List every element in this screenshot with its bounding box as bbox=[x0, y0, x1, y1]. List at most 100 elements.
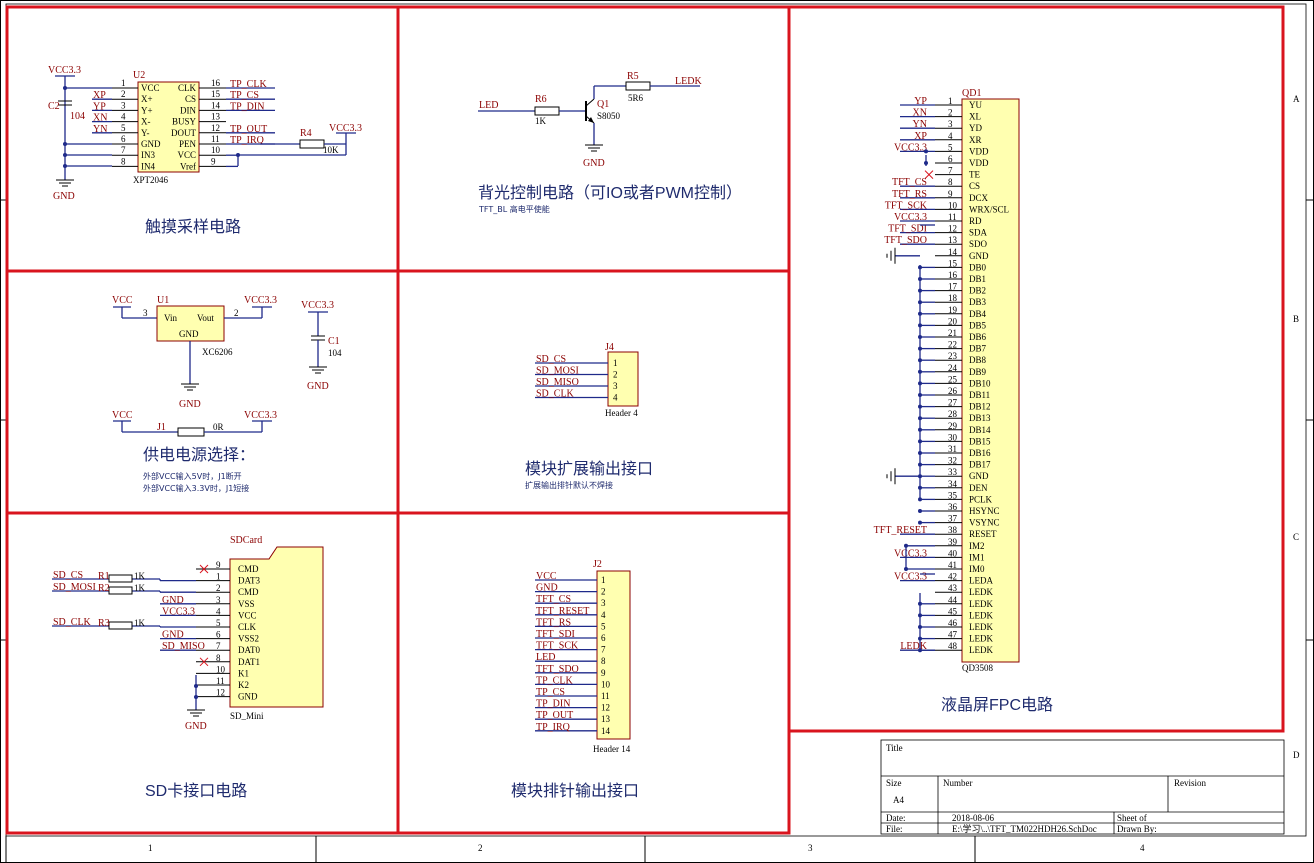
qd1-net-label: TFT_RESET bbox=[874, 525, 927, 536]
qd1-pin-num: 22 bbox=[948, 340, 957, 350]
r2-value: 1K bbox=[134, 583, 146, 593]
qd1-pin-num: 3 bbox=[948, 119, 953, 129]
j2-net-label: TP_CLK bbox=[536, 675, 573, 686]
qd1-net-label: TFT_RS bbox=[892, 189, 927, 200]
qd1-pin-name: WRX/SCL bbox=[969, 204, 1009, 214]
sd-pin-name: DAT3 bbox=[238, 576, 260, 586]
j4-net-label: SD_CLK bbox=[536, 389, 575, 400]
u2-pin-num: 6 bbox=[121, 134, 126, 144]
j1-designator: J1 bbox=[157, 422, 166, 433]
c1-gnd-label: GND bbox=[307, 381, 329, 392]
qd1-pin-num: 16 bbox=[948, 270, 958, 280]
qd1-pin-name: DB8 bbox=[969, 355, 987, 365]
j4-net-label: SD_CS bbox=[536, 354, 566, 365]
power-block: VCC 3 U1 Vin Vout GND XC6206 2 VCC3.3 GN… bbox=[112, 295, 342, 493]
qd1-pin-num: 9 bbox=[948, 189, 953, 199]
u2-pin-num: 13 bbox=[211, 112, 221, 122]
qd1-pin-name: DB0 bbox=[969, 262, 987, 272]
qd1-pin-num: 48 bbox=[948, 641, 958, 651]
sd-net-label: SD_CLK bbox=[53, 617, 92, 628]
drawn-by-label: Drawn By: bbox=[1117, 824, 1157, 834]
sd-pin-num: 12 bbox=[216, 688, 225, 698]
sd-pin-name: K2 bbox=[238, 680, 249, 690]
title-label: Title bbox=[886, 743, 903, 753]
sd-net-label: SD_CS bbox=[53, 570, 83, 581]
u2-pin-num: 15 bbox=[211, 89, 221, 99]
qd1-pin-num: 45 bbox=[948, 606, 958, 616]
u2-designator: U2 bbox=[133, 70, 145, 81]
qd1-pin-name: DB11 bbox=[969, 390, 990, 400]
c1-vcc-label: VCC3.3 bbox=[301, 300, 334, 311]
number-label: Number bbox=[943, 778, 973, 788]
qd1-pin-name: SDO bbox=[969, 239, 988, 249]
qd1-pin-name: IM0 bbox=[969, 564, 985, 574]
u2-pin-name: BUSY bbox=[172, 117, 197, 127]
j2-net-label: GND bbox=[536, 583, 558, 594]
u2-pin-name: VCC bbox=[177, 150, 196, 160]
qd1-pin-name: DB4 bbox=[969, 309, 987, 319]
expand-title: 模块扩展输出接口 bbox=[525, 460, 653, 478]
qd1-pin-num: 28 bbox=[948, 409, 958, 419]
qd1-net-label: LEDK bbox=[900, 641, 927, 652]
u2-pin-name: Vref bbox=[180, 161, 196, 171]
qd1-pin-name: DB13 bbox=[969, 413, 991, 423]
qd1-pin-name: DB12 bbox=[969, 402, 991, 412]
u2-net-label: TP_OUT bbox=[230, 124, 267, 135]
qd1-net-label: TFT_SDO bbox=[884, 235, 927, 246]
qd1-net-label: XN bbox=[913, 108, 927, 119]
qd1-pin-num: 37 bbox=[948, 514, 958, 524]
u2-pin-num: 1 bbox=[121, 78, 126, 88]
u2-pin-name: X+ bbox=[141, 94, 153, 104]
sd-pin-name: CMD bbox=[238, 564, 259, 574]
block-frames bbox=[5, 5, 1285, 835]
j2-net-label: TFT_SDO bbox=[536, 664, 579, 675]
u1-designator: U1 bbox=[157, 295, 169, 306]
j1-jumper bbox=[177, 427, 205, 437]
j2-net-label: TP_CS bbox=[536, 687, 565, 698]
qd1-pin-num: 38 bbox=[948, 525, 958, 535]
j2-pin-num: 14 bbox=[601, 726, 611, 736]
zone-row-b: B bbox=[1293, 314, 1299, 324]
u2-pin-name: IN4 bbox=[141, 161, 155, 171]
u2-pin-num: 8 bbox=[121, 156, 126, 166]
qd1-pin-num: 6 bbox=[948, 154, 953, 164]
u2-pin-num: 12 bbox=[211, 123, 220, 133]
j2-pin-num: 8 bbox=[601, 656, 606, 666]
qd1-designator: QD1 bbox=[962, 88, 981, 99]
u2-pin-name: DOUT bbox=[171, 128, 196, 138]
sd-net-label: SD_MISO bbox=[162, 641, 205, 652]
qd1-pin-num: 7 bbox=[948, 166, 953, 176]
u2-pin-name: PEN bbox=[179, 139, 197, 149]
qd1-pin-num: 5 bbox=[948, 142, 953, 152]
u2-pin-num: 2 bbox=[121, 89, 126, 99]
j2-pin-num: 3 bbox=[601, 598, 606, 608]
sd-body bbox=[229, 546, 324, 708]
touch-vcc-label: VCC3.3 bbox=[48, 65, 81, 76]
qd1-pin-num: 21 bbox=[948, 328, 957, 338]
u2-net-label: TP_CLK bbox=[230, 79, 267, 90]
u2-pin-num: 14 bbox=[211, 100, 221, 110]
u2-pin-num: 5 bbox=[121, 123, 126, 133]
touch-title: 触摸采样电路 bbox=[145, 218, 241, 236]
sd-pin-num: 4 bbox=[216, 606, 221, 616]
r1-resistor bbox=[108, 574, 133, 583]
bl-ledk-net: LEDK bbox=[675, 76, 702, 87]
pwr-vcc33-label: VCC3.3 bbox=[244, 295, 277, 306]
qd1-pin-num: 43 bbox=[948, 583, 958, 593]
r3-designator: R3 bbox=[98, 618, 110, 629]
qd1-pin-name: DB17 bbox=[969, 460, 991, 470]
qd1-pin-name: XL bbox=[969, 112, 981, 122]
u2-pin-name: CS bbox=[185, 94, 196, 104]
c1-designator: C1 bbox=[328, 336, 340, 347]
r4-value: 10K bbox=[323, 145, 339, 155]
qd1-pin-name: SDA bbox=[969, 228, 988, 238]
u1-part: XC6206 bbox=[202, 347, 233, 357]
qd1-pin-name: DB9 bbox=[969, 367, 987, 377]
qd1-pin-num: 1 bbox=[948, 96, 953, 106]
c2-value: 104 bbox=[70, 111, 85, 122]
qd1-pin-name: PCLK bbox=[969, 494, 993, 504]
file-label: File: bbox=[886, 824, 903, 834]
r6-designator: R6 bbox=[535, 94, 547, 105]
